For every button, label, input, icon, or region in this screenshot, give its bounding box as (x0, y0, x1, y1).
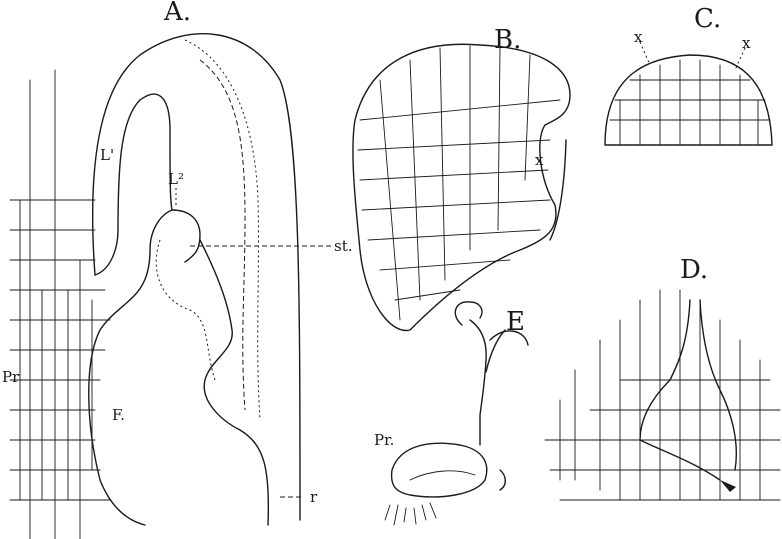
label-L1: L' (100, 146, 114, 164)
label-F: F. (112, 406, 125, 424)
label-L2: L² (168, 170, 184, 188)
panel-e-label: E (506, 307, 525, 337)
label-x-c-right: x (742, 34, 751, 52)
panel-a: A. L' L² st. Pr F. r (2, 0, 353, 539)
panel-c-label: C. (694, 4, 721, 34)
panel-b: x B. (353, 25, 570, 330)
label-Pr-a: Pr (2, 368, 20, 386)
label-st: st. (334, 237, 353, 255)
panel-d: D. (545, 255, 780, 500)
panel-c: x x C. (605, 4, 772, 145)
panel-d-label: D. (680, 255, 708, 285)
label-x-c-left: x (634, 28, 643, 46)
panel-a-label: A. (163, 0, 191, 27)
label-r: r (310, 488, 318, 506)
panel-b-label: B. (494, 25, 521, 55)
panel-e: E Pr. (374, 302, 528, 525)
label-x-b: x (535, 151, 544, 169)
label-Pr-e: Pr. (374, 431, 394, 449)
